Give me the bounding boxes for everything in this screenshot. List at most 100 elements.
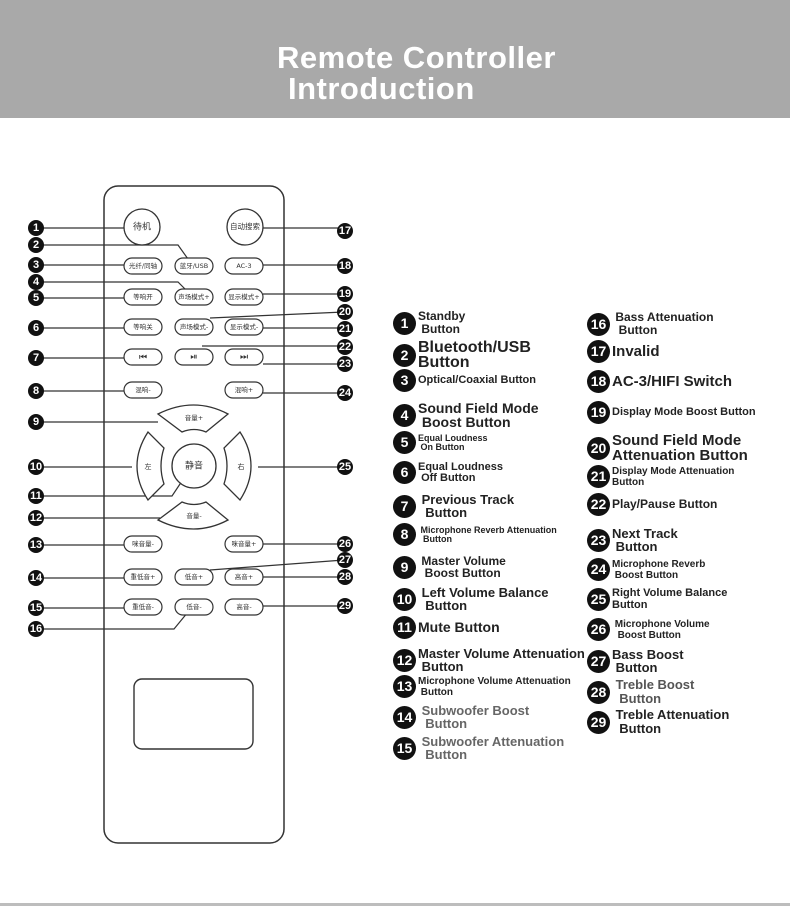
legend-12-line-1: Master Volume Attenuation xyxy=(418,646,585,661)
legend-5-line-2: On Button xyxy=(420,441,465,452)
mic-volume-plus-label: 咪音量+ xyxy=(232,539,257,548)
prev-track-button[interactable] xyxy=(123,348,163,366)
callout-25-label: 25 xyxy=(339,461,351,473)
bluetooth-usb-button[interactable] xyxy=(174,257,214,275)
legend-item-10: 10 Left Volume Balance Button xyxy=(393,586,549,612)
legend-23-line-2: Button xyxy=(615,539,658,554)
legend-item-9: 9 Master Volume Boost Button xyxy=(393,555,506,579)
legend-7-line-2: Button xyxy=(425,505,468,520)
legend-badge-29: 29 xyxy=(587,710,610,734)
callout-24-label: 24 xyxy=(339,387,352,399)
mic-volume-minus-button[interactable] xyxy=(123,535,163,553)
reverb-minus-label: 混响- xyxy=(135,385,151,394)
bass-plus-button[interactable] xyxy=(174,568,214,586)
legend-14-line-2: Button xyxy=(425,716,468,731)
left-button[interactable] xyxy=(136,430,165,502)
legend-item-29: 29 Treble Attenuation Button xyxy=(587,708,729,736)
treble-plus-button[interactable] xyxy=(224,568,264,586)
legend-item-26: 26 Microphone Volume Boost Button xyxy=(587,618,710,641)
treble-minus-button[interactable] xyxy=(224,598,264,616)
legend-4-line-1: Sound Field Mode xyxy=(418,400,539,416)
legend-6-line-1: Equal Loudness xyxy=(418,460,503,473)
remote-display-window xyxy=(133,678,254,750)
subwoofer-plus-button[interactable] xyxy=(123,568,163,586)
play-pause-button[interactable] xyxy=(174,348,214,366)
legend-item-15: 15 Subwoofer Attenuation Button xyxy=(393,735,564,761)
callout-18-label: 18 xyxy=(339,260,351,272)
right-button[interactable] xyxy=(223,430,252,502)
sound-field-plus-button[interactable] xyxy=(174,288,214,306)
legend-10-line-1: Left Volume Balance xyxy=(421,585,549,600)
legend-23-line-1: Next Track xyxy=(612,526,678,541)
volume-minus-button[interactable] xyxy=(156,501,230,530)
ac3-button[interactable] xyxy=(224,257,264,275)
callout-16-label: 16 xyxy=(30,623,42,635)
bass-minus-button[interactable] xyxy=(174,598,214,616)
reverb-minus-button[interactable] xyxy=(123,381,163,399)
subwoofer-minus-button[interactable] xyxy=(123,598,163,616)
callout-5 xyxy=(28,290,44,306)
treble-plus-label: 高音+ xyxy=(235,572,253,581)
legend-18-line-1: AC-3/HIFI Switch xyxy=(612,373,733,390)
legend-badge-1: 1 xyxy=(393,311,416,335)
legend-8-line-2: Button xyxy=(423,533,453,544)
callout-22 xyxy=(337,339,353,355)
subwoofer-minus-label: 重低音- xyxy=(132,602,155,611)
callout-28-label: 28 xyxy=(339,571,351,583)
legend-29-line-1: Treble Attenuation xyxy=(615,707,730,722)
callout-19-label: 19 xyxy=(339,288,351,300)
callout-4-label: 4 xyxy=(33,276,40,288)
legend-28-line-2: Button xyxy=(619,691,662,706)
next-track-icon: ⏭ xyxy=(240,353,248,363)
legend-25-line-1: Right Volume Balance xyxy=(612,587,728,599)
loudness-on-button[interactable] xyxy=(123,288,163,306)
reverb-plus-button[interactable] xyxy=(224,381,264,399)
legend-24-line-2: Boost Button xyxy=(614,569,679,581)
callout-12 xyxy=(28,510,44,526)
callout-6 xyxy=(28,320,44,336)
optical-coaxial-button[interactable] xyxy=(123,257,163,275)
callout-5-label: 5 xyxy=(33,292,39,304)
sound-field-minus-button[interactable] xyxy=(174,318,214,336)
legend-badge-9: 9 xyxy=(393,555,416,579)
loudness-off-label: 等响关 xyxy=(133,322,153,331)
callout-24 xyxy=(337,385,353,401)
legend-badge-27: 27 xyxy=(587,649,610,673)
callout-9-label: 9 xyxy=(33,416,39,428)
legend-26-line-2: Boost Button xyxy=(617,629,681,641)
legend-16-line-1: Bass Attenuation xyxy=(615,310,714,324)
legend-badge-3: 3 xyxy=(393,369,416,392)
callout-3 xyxy=(28,257,44,273)
next-track-button[interactable] xyxy=(224,348,264,366)
display-plus-button[interactable] xyxy=(224,288,264,306)
callout-20 xyxy=(337,304,353,320)
legend-3-line-1: Optical/Coaxial Button xyxy=(418,374,536,386)
legend-27-line-1: Bass Boost xyxy=(612,647,684,662)
legend-10-line-2: Button xyxy=(425,598,468,613)
callout-27-label: 27 xyxy=(339,554,351,566)
legend-badge-10: 10 xyxy=(393,587,416,611)
legend-badge-8: 8 xyxy=(393,523,416,546)
loudness-off-button[interactable] xyxy=(123,318,163,336)
display-minus-button[interactable] xyxy=(224,318,264,336)
volume-plus-button[interactable] xyxy=(156,404,230,433)
legend-badge-12: 12 xyxy=(393,648,416,672)
auto-search-button[interactable] xyxy=(226,208,264,246)
callout-29-label: 29 xyxy=(339,600,351,612)
standby-button[interactable] xyxy=(123,208,161,246)
treble-minus-label: 高音- xyxy=(236,602,252,611)
legend-item-28: 28 Treble Boost Button xyxy=(587,678,694,706)
legend-16-line-2: Button xyxy=(618,323,658,337)
callout-14-label: 14 xyxy=(30,572,43,584)
legend-badge-24: 24 xyxy=(587,558,610,581)
mic-volume-plus-button[interactable] xyxy=(224,535,264,553)
legend-21-line-2: Button xyxy=(612,476,645,488)
title-line-2: Introduction xyxy=(288,71,475,106)
display-minus-label: 显示模式- xyxy=(230,322,259,331)
mute-button[interactable] xyxy=(171,443,217,489)
callout-17 xyxy=(337,223,353,239)
